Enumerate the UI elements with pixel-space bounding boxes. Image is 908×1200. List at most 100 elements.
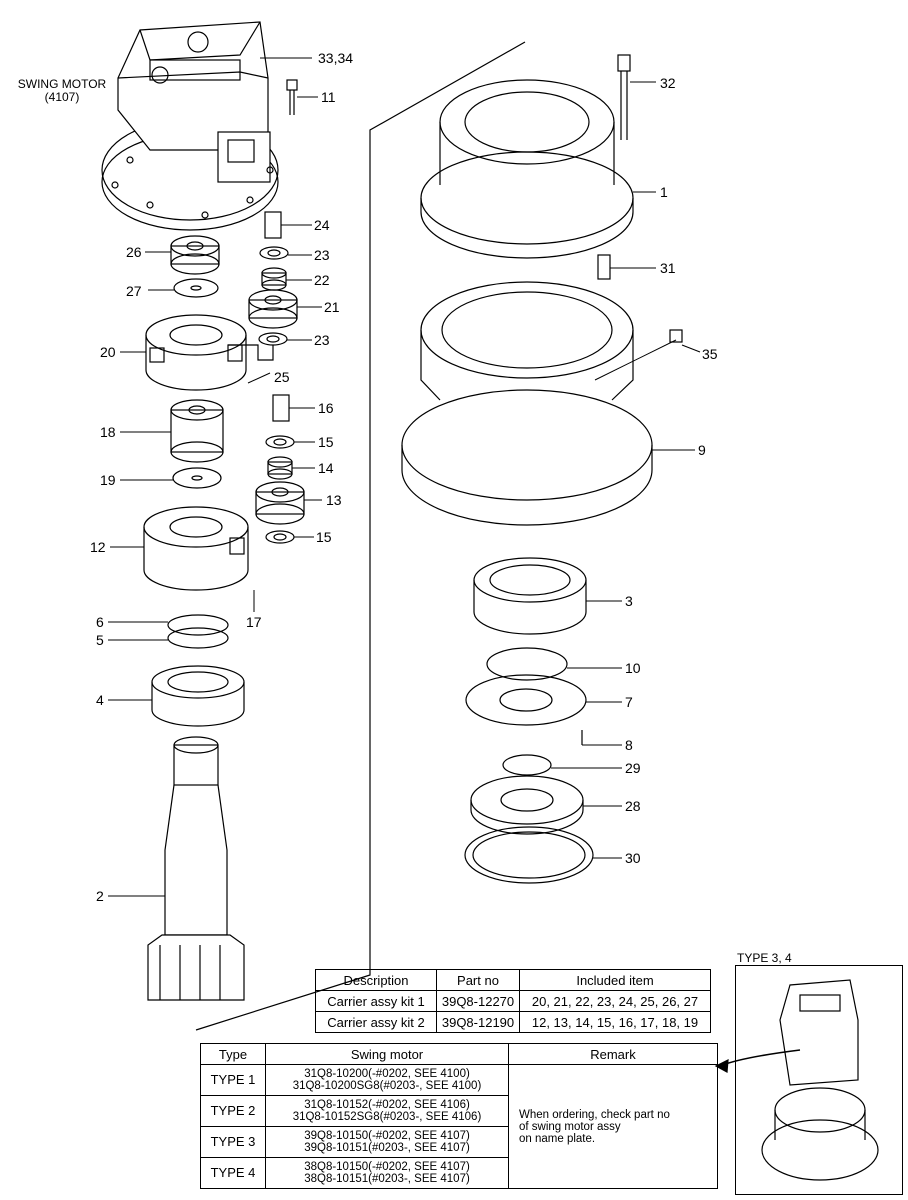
table-row: Carrier assy kit 2 39Q8-12190 12, 13, 14… (315, 1011, 711, 1033)
callout-29: 29 (625, 760, 641, 776)
remark-line3: on name plate. (519, 1132, 596, 1145)
needle-bearing-14-drawing (267, 456, 293, 480)
kit-header-description: Description (315, 969, 437, 991)
type-row4-type: TYPE 4 (200, 1157, 266, 1189)
kit-row1-description: Carrier assy kit 1 (315, 990, 437, 1012)
callout-15-upper: 15 (318, 434, 334, 450)
pinion-shaft-2-drawing (147, 736, 245, 1001)
kit-row2-included: 12, 13, 14, 15, 16, 17, 18, 19 (519, 1011, 711, 1033)
table-row: TYPE 2 31Q8-10152(-#0202, SEE 4106) 31Q8… (200, 1095, 718, 1127)
callout-16: 16 (318, 400, 334, 416)
type-row1-motor: 31Q8-10200(-#0202, SEE 4100) 31Q8-10200S… (265, 1064, 509, 1096)
callout-10: 10 (625, 660, 641, 676)
remark-line1: When ordering, check part no (519, 1108, 670, 1121)
bolt-11-drawing (286, 79, 298, 115)
callout-21: 21 (324, 299, 340, 315)
kit-header-part-no: Part no (436, 969, 520, 991)
callout-3: 3 (625, 593, 633, 609)
snap-ring-6-and-ring-5-drawing (167, 614, 229, 649)
cover-7-drawing (465, 674, 587, 726)
callout-13: 13 (326, 492, 342, 508)
type-row3-type: TYPE 3 (200, 1126, 266, 1158)
kit-table-header-row: Description Part no Included item (315, 969, 711, 991)
callout-27: 27 (126, 283, 142, 299)
assembly-connector-line (195, 41, 526, 1031)
callout-23-lower: 23 (314, 332, 330, 348)
kit-header-included-item: Included item (519, 969, 711, 991)
plug-35-drawing (669, 329, 683, 343)
callout-35: 35 (702, 346, 718, 362)
callout-28: 28 (625, 798, 641, 814)
leader-lines (108, 57, 701, 897)
ring-gear-1-drawing (420, 79, 634, 259)
callout-19: 19 (100, 472, 116, 488)
callout-15-lower: 15 (316, 529, 332, 545)
gear-21-drawing (248, 289, 298, 329)
o-ring-10-drawing (486, 647, 568, 681)
type-row4-motor-line1: 38Q8-10150(-#0202, SEE 4107) (304, 1161, 470, 1173)
kit-row1-part-no: 39Q8-12270 (436, 990, 520, 1012)
pin-24-drawing (264, 211, 282, 239)
washer-15-upper-drawing (265, 435, 295, 449)
type-row3-motor-line2: 39Q8-10151(#0203-, SEE 4107) (304, 1142, 470, 1154)
callout-9: 9 (698, 442, 706, 458)
type-remark-cell: When ordering, check part no of swing mo… (508, 1064, 718, 1189)
type-row4-motor-line2: 38Q8-10151(#0203-, SEE 4107) (304, 1173, 470, 1185)
gear-18-drawing (170, 399, 224, 463)
callout-20: 20 (100, 344, 116, 360)
callout-1: 1 (660, 184, 668, 200)
swing-motor-label-line1: SWING MOTOR (17, 77, 107, 91)
thrust-plate-27-drawing (173, 278, 219, 298)
leader-20-23 (228, 344, 274, 361)
needle-bearing-22-drawing (261, 267, 287, 291)
washer-23-lower-drawing (258, 332, 288, 346)
type-header-type: Type (200, 1043, 266, 1065)
remark-line2: of swing motor assy (519, 1120, 621, 1133)
callout-33-34: 33,34 (318, 50, 353, 66)
callout-24: 24 (314, 217, 330, 233)
o-ring-29-drawing (502, 754, 552, 776)
carrier-kit-table: Description Part no Included item Carrie… (315, 969, 711, 1033)
callout-18: 18 (100, 424, 116, 440)
callout-4: 4 (96, 692, 104, 708)
type-row2-type: TYPE 2 (200, 1095, 266, 1127)
table-row: TYPE 4 38Q8-10150(-#0202, SEE 4107) 38Q8… (200, 1157, 718, 1189)
callout-14: 14 (318, 460, 334, 476)
callout-26: 26 (126, 244, 142, 260)
table-row: Carrier assy kit 1 39Q8-12270 20, 21, 22… (315, 990, 711, 1012)
callout-6: 6 (96, 614, 104, 630)
callout-11: 11 (321, 89, 336, 105)
type-row2-motor-line2: 31Q8-10152SG8(#0203-, SEE 4106) (292, 1111, 482, 1123)
type-row3-motor: 39Q8-10150(-#0202, SEE 4107) 39Q8-10151(… (265, 1126, 509, 1158)
swing-motor-label: SWING MOTOR (4107) (12, 78, 112, 104)
type-row1-motor-line1: 31Q8-10200(-#0202, SEE 4100) (304, 1068, 470, 1080)
thrust-plate-19-drawing (172, 467, 222, 489)
type-row1-type: TYPE 1 (200, 1064, 266, 1096)
inset-swing-motor-drawing (761, 979, 879, 1181)
gear-13-drawing (255, 481, 305, 525)
callout-5: 5 (96, 632, 104, 648)
washer-23-upper-drawing (259, 246, 289, 260)
inset-frame (735, 965, 903, 1195)
callout-22: 22 (314, 272, 330, 288)
callout-17: 17 (246, 614, 262, 630)
swing-motor-label-line2: (4107) (44, 90, 80, 104)
type-table-header-row: Type Swing motor Remark (200, 1043, 718, 1065)
swing-motor-assembly-drawing (101, 21, 279, 231)
type-row3-motor-line1: 39Q8-10150(-#0202, SEE 4107) (304, 1130, 470, 1142)
callout-8: 8 (625, 737, 633, 753)
kit-row2-part-no: 39Q8-12190 (436, 1011, 520, 1033)
type-row1-motor-line2: 31Q8-10200SG8(#0203-, SEE 4100) (292, 1080, 482, 1092)
pin-16-drawing (272, 394, 290, 422)
pin-31-drawing (597, 254, 611, 280)
callout-25: 25 (274, 369, 290, 385)
bearing-4-drawing (151, 665, 245, 727)
callout-12: 12 (90, 539, 106, 555)
type-header-swing-motor: Swing motor (265, 1043, 509, 1065)
callout-labels: 33,34 11 24 26 23 22 27 21 20 23 25 16 1… (90, 50, 718, 904)
seal-28-drawing (470, 775, 584, 835)
bolt-32-drawing (617, 54, 631, 140)
inset-type-label: TYPE 3, 4 (737, 951, 792, 965)
washer-15-lower-drawing (265, 530, 295, 544)
swing-motor-type-table: Type Swing motor Remark TYPE 1 31Q8-1020… (200, 1043, 718, 1189)
